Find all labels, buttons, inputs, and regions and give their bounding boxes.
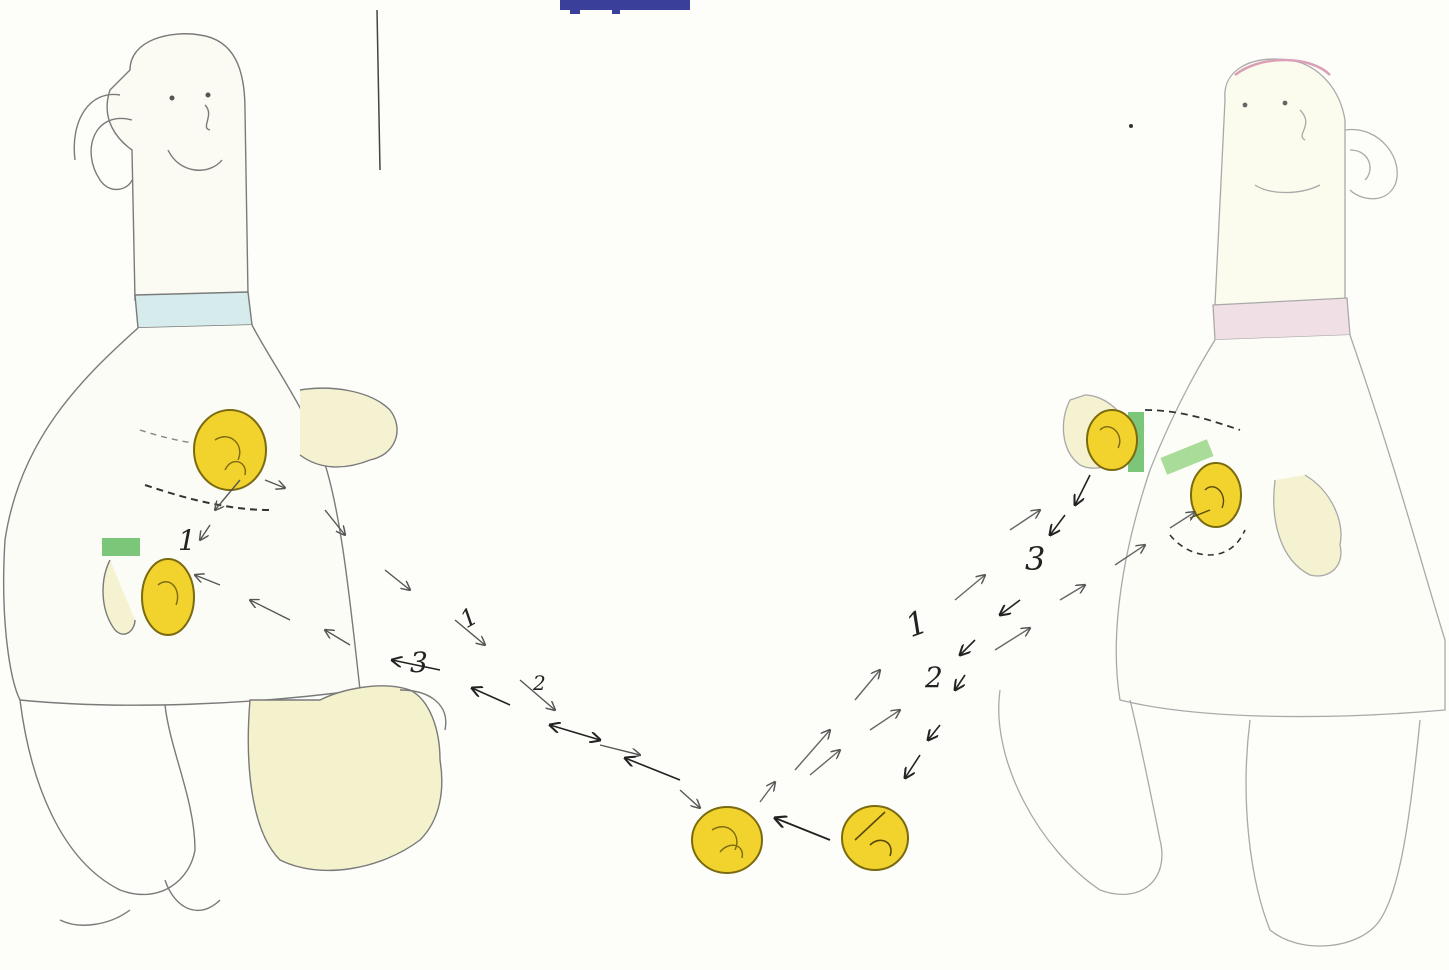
- green-band: [102, 538, 140, 556]
- ball-icon: [1087, 410, 1137, 470]
- sequence-label: 2: [924, 661, 943, 694]
- pencil-line: [377, 10, 380, 170]
- sequence-label: 1: [900, 602, 932, 645]
- sequence-label: 1: [455, 602, 482, 634]
- sequence-label: 3: [1025, 540, 1045, 578]
- ball-icon: [842, 806, 908, 870]
- left-eye: [206, 93, 211, 98]
- arrow-icon: [905, 475, 1090, 778]
- right-eye: [1283, 101, 1288, 106]
- right-eye: [1243, 103, 1248, 108]
- arrow-icon: [775, 818, 830, 840]
- ball-icon: [692, 807, 762, 873]
- ball-icon: [1190, 463, 1241, 527]
- top-banner-fragment: [560, 0, 690, 14]
- ball-icon: [194, 410, 266, 490]
- pencil-dot: [1129, 124, 1133, 128]
- left-eye: [170, 96, 175, 101]
- collar-band: [1213, 298, 1350, 340]
- sequence-label: 1: [178, 524, 196, 557]
- ball-icon: [142, 559, 194, 635]
- sequence-label: 2: [532, 671, 546, 695]
- sequence-label: 3: [410, 646, 428, 679]
- collar-band: [135, 292, 252, 328]
